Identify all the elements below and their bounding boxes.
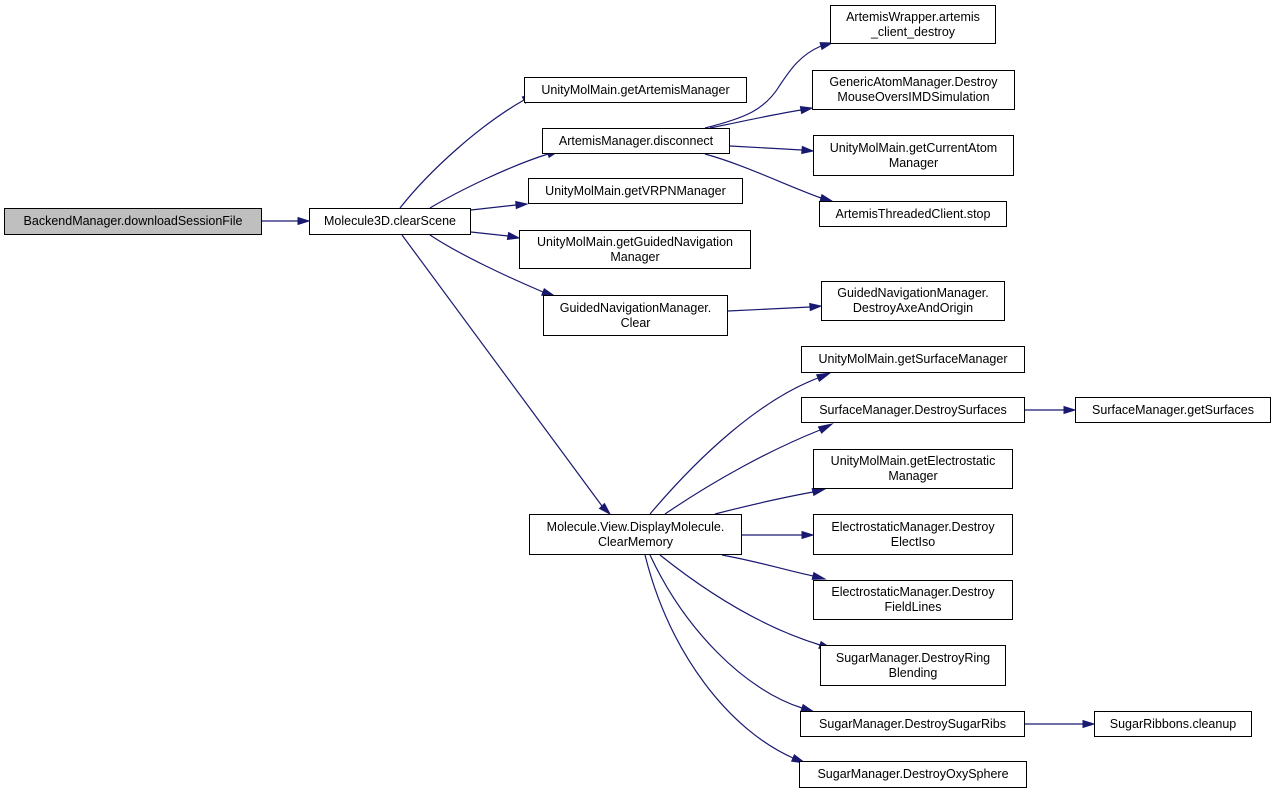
node-guidednavigationmanager-clear[interactable]: GuidedNavigationManager. Clear xyxy=(543,295,728,336)
edge-n6-n12 xyxy=(727,302,823,312)
edge-n7-n13 xyxy=(649,372,832,515)
edge-n3-n9 xyxy=(709,105,814,129)
node-sugarribbons-cleanup[interactable]: SugarRibbons.cleanup xyxy=(1094,711,1252,737)
edge-n1-n4 xyxy=(470,200,529,211)
node-artemismanager-disconnect[interactable]: ArtemisManager.disconnect xyxy=(542,128,730,154)
arrowhead xyxy=(1063,405,1077,415)
edge-n7-n18 xyxy=(659,554,834,650)
node-unitymolmain-getguidednavigationmanager[interactable]: UnityMolMain.getGuidedNavigation Manager xyxy=(519,230,751,269)
node-molecule-view-displaymolecule-clearmemory[interactable]: Molecule.View.DisplayMolecule. ClearMemo… xyxy=(529,514,742,555)
node-genericatommanager-destroymouseoversimdsimulation[interactable]: GenericAtomManager.Destroy MouseOversIMD… xyxy=(812,70,1015,110)
node-artemiswrapper-artemis-client-destroy[interactable]: ArtemisWrapper.artemis _client_destroy xyxy=(830,5,996,44)
node-sugarmanager-destroyoxysphere[interactable]: SugarManager.DestroyOxySphere xyxy=(799,761,1027,788)
edge-n14-n21 xyxy=(1025,405,1077,415)
edge-n7-n20 xyxy=(644,554,807,764)
arrowhead xyxy=(819,42,834,51)
arrowhead xyxy=(598,502,612,516)
arrowhead xyxy=(809,302,823,312)
edge-n3-n11 xyxy=(704,153,834,202)
edge-n1-n5 xyxy=(470,231,521,241)
node-surfacemanager-getsurfaces[interactable]: SurfaceManager.getSurfaces xyxy=(1075,397,1271,423)
edge-n7-n17 xyxy=(721,554,827,580)
arrowhead xyxy=(801,145,815,155)
arrowhead xyxy=(799,105,814,115)
arrowhead xyxy=(790,753,807,764)
arrowhead xyxy=(815,372,832,383)
node-unitymolmain-getartemismanager[interactable]: UnityMolMain.getArtemisManager xyxy=(524,77,747,103)
arrowhead xyxy=(515,200,529,210)
arrowhead xyxy=(811,488,827,497)
node-molecule3d-clearscene[interactable]: Molecule3D.clearScene xyxy=(309,208,471,235)
node-guidednavigationmanager-destroyaxeandorigin[interactable]: GuidedNavigationManager. DestroyAxeAndOr… xyxy=(821,281,1005,321)
node-electrostaticmanager-destroyfieldlines[interactable]: ElectrostaticManager.Destroy FieldLines xyxy=(813,580,1013,620)
arrowhead xyxy=(506,231,521,241)
node-electrostaticmanager-destroyelectiso[interactable]: ElectrostaticManager.Destroy ElectIso xyxy=(813,514,1013,555)
node-unitymolmain-getelectrostaticmanager[interactable]: UnityMolMain.getElectrostatic Manager xyxy=(813,449,1013,489)
edge-n0-n1 xyxy=(262,216,311,226)
node-unitymolmain-getvrpnmanager[interactable]: UnityMolMain.getVRPNManager xyxy=(528,178,743,204)
arrowhead xyxy=(811,571,827,580)
edge-n3-n8 xyxy=(704,42,834,129)
arrowhead xyxy=(297,216,311,226)
node-backendmanager-downloadsessionfile: BackendManager.downloadSessionFile xyxy=(4,208,262,235)
edge-n1-n2 xyxy=(399,92,538,209)
node-sugarmanager-destroyringblending[interactable]: SugarManager.DestroyRing Blending xyxy=(820,645,1006,686)
edge-n3-n10 xyxy=(729,145,815,155)
node-surfacemanager-destroysurfaces[interactable]: SurfaceManager.DestroySurfaces xyxy=(801,397,1025,423)
edge-n1-n7 xyxy=(401,234,612,516)
arrowhead xyxy=(801,530,815,540)
node-artemisthreadedclient-stop[interactable]: ArtemisThreadedClient.stop xyxy=(819,201,1007,227)
node-unitymolmain-getsurfacemanager[interactable]: UnityMolMain.getSurfaceManager xyxy=(801,346,1025,373)
edge-n7-n15 xyxy=(714,488,827,515)
node-unitymolmain-getcurrentatommanager[interactable]: UnityMolMain.getCurrentAtom Manager xyxy=(813,135,1014,176)
edge-n7-n14 xyxy=(664,423,834,515)
arrowhead xyxy=(1082,719,1096,729)
node-sugarmanager-destroysugaribs[interactable]: SugarManager.DestroySugarRibs xyxy=(800,711,1025,737)
arrowhead xyxy=(817,423,834,434)
edge-n19-n22 xyxy=(1025,719,1096,729)
edge-n7-n16 xyxy=(742,530,815,540)
